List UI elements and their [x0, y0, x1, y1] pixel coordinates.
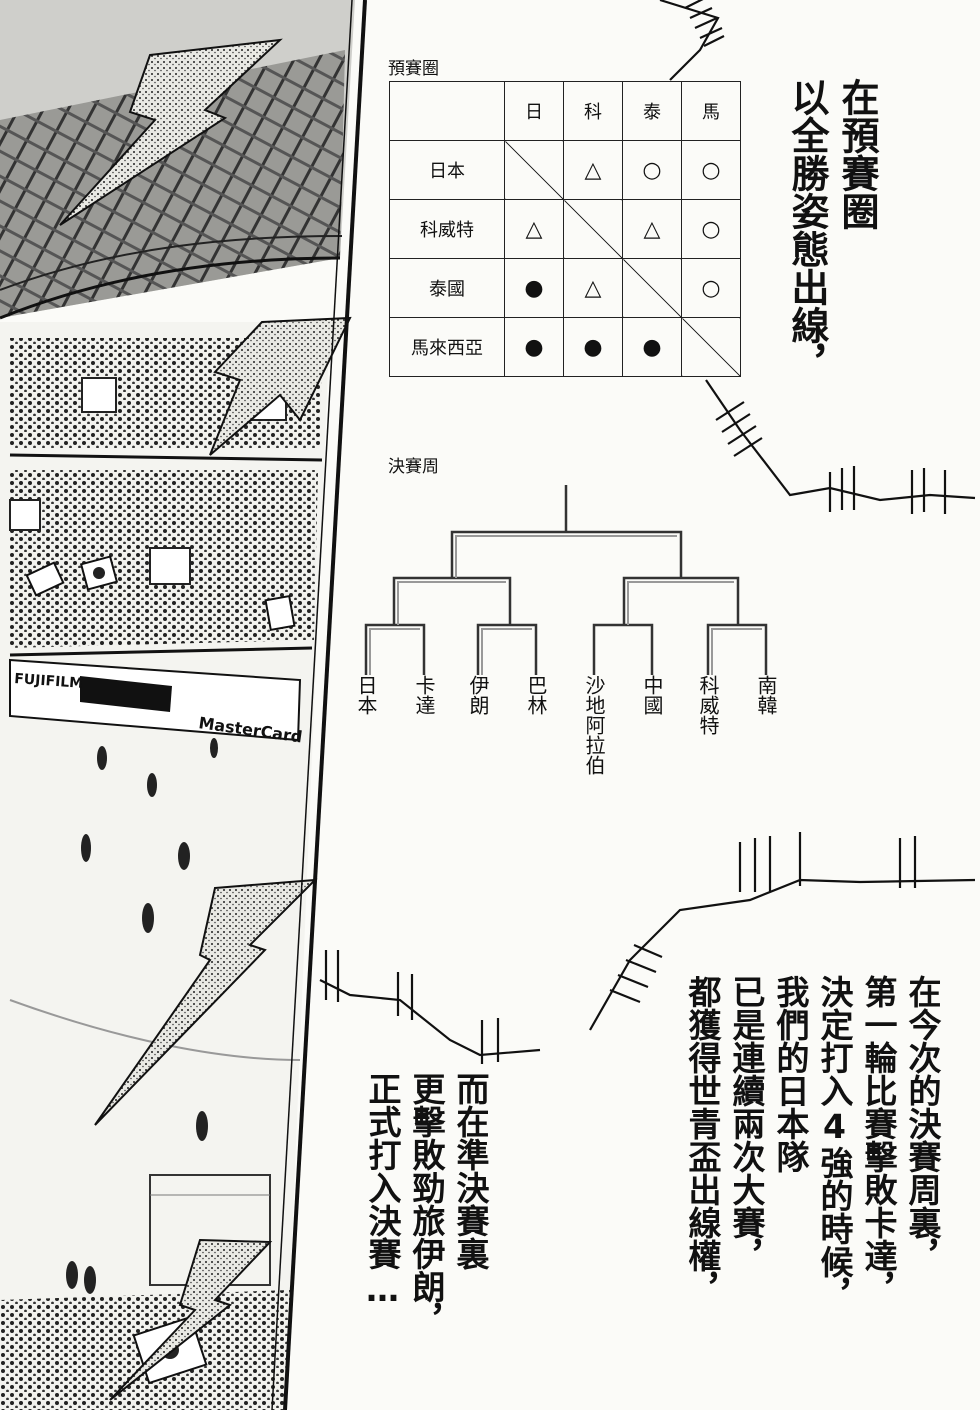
team-name: 馬來西亞 — [389, 317, 505, 377]
table-row: 科威特 △ △ ○ — [389, 199, 741, 259]
bracket-team: 南韓 — [754, 675, 778, 715]
narration-caption-prelim: 在預賽圈 以全勝姿態出線， — [785, 78, 879, 382]
result-cell: ○ — [681, 258, 741, 318]
column-header: 馬 — [681, 81, 741, 141]
preliminary-label: 預賽圈 — [388, 59, 439, 79]
result-cell: ● — [504, 317, 564, 377]
self-match-cell — [504, 140, 564, 200]
preliminary-league-table: 日 科 泰 馬 日本 △ ○ ○ 科威特 △ △ ○ 泰國 ● △ ○ 馬來西亞… — [389, 81, 741, 377]
narration-balloon-tails — [319, 0, 976, 1064]
bracket-team: 卡達 — [412, 675, 436, 715]
column-header: 科 — [563, 81, 623, 141]
bracket-team: 科威特 — [696, 675, 720, 735]
fuji-ad-text: FUJIFILM — [14, 671, 84, 692]
stadium-stands-panel: FUJIFILM MasterCard — [0, 316, 352, 1410]
bracket-team: 巴林 — [524, 675, 548, 715]
knockout-bracket-shadow — [369, 535, 762, 675]
team-name: 日本 — [389, 140, 505, 200]
result-cell: △ — [563, 140, 623, 200]
finals-label: 決賽周 — [388, 457, 439, 477]
table-row: 日本 △ ○ ○ — [389, 140, 741, 200]
corner-cell — [389, 81, 505, 141]
team-name: 泰國 — [389, 258, 505, 318]
result-cell: ● — [504, 258, 564, 318]
knockout-bracket — [364, 485, 768, 675]
self-match-cell — [681, 317, 741, 377]
team-name: 科威特 — [389, 199, 505, 259]
bracket-team: 中國 — [640, 675, 664, 715]
result-cell: ○ — [622, 140, 682, 200]
result-cell: △ — [563, 258, 623, 318]
column-header: 泰 — [622, 81, 682, 141]
column-header: 日 — [504, 81, 564, 141]
result-cell: △ — [622, 199, 682, 259]
narration-caption-semifinal: 而在準決賽裏 更擊敗勁旅伊朗， 正式打入決賽… — [363, 1072, 490, 1336]
bracket-team: 伊朗 — [466, 675, 490, 715]
stadium-roof-panel — [0, 0, 355, 320]
bracket-team: 日本 — [354, 675, 378, 715]
result-cell: ○ — [681, 140, 741, 200]
result-cell: ○ — [681, 199, 741, 259]
result-cell: ● — [563, 317, 623, 377]
self-match-cell — [563, 199, 623, 259]
panel-border — [283, 0, 367, 1410]
result-cell: ● — [622, 317, 682, 377]
table-header-row: 日 科 泰 馬 — [389, 81, 741, 141]
bracket-team: 沙地阿拉伯 — [582, 675, 606, 775]
narration-caption-finals: 在今次的決賽周裏， 第一輪比賽擊敗卡達， 決定打入4強的時候， 我們的日本隊 已… — [683, 975, 942, 1311]
table-row: 馬來西亞 ● ● ● — [389, 317, 741, 377]
table-row: 泰國 ● △ ○ — [389, 258, 741, 318]
result-cell: △ — [504, 199, 564, 259]
self-match-cell — [622, 258, 682, 318]
